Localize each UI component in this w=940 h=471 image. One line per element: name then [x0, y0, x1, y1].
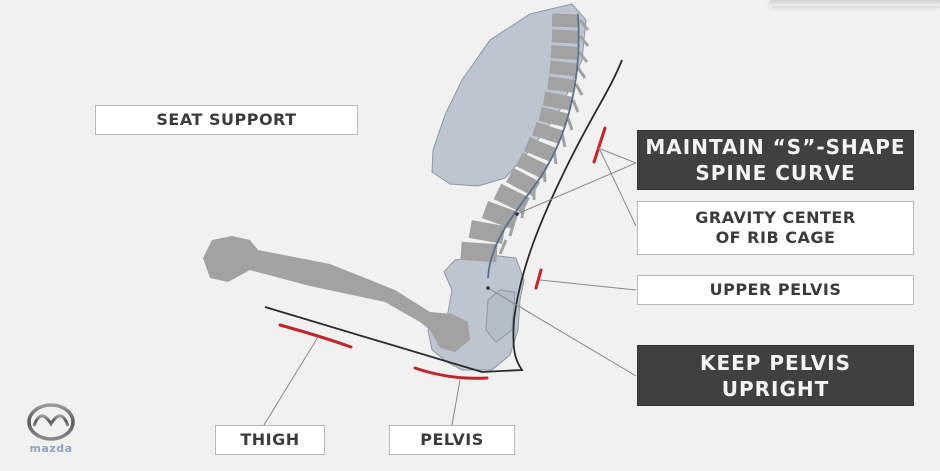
rib-cage-gravity-dot	[515, 212, 519, 216]
spinous-processes	[498, 19, 590, 255]
spine-curve-line	[487, 13, 580, 279]
maintain-spine-line1: MAINTAIN “S”-SHAPE	[645, 135, 906, 159]
spine-support-marker	[592, 126, 607, 164]
maintain-spine-line2: SPINE CURVE	[695, 161, 856, 185]
pelvis-label: PELVIS	[389, 425, 515, 455]
top-bar-edge	[770, 0, 940, 6]
maintain-spine-curve-label: MAINTAIN “S”-SHAPE SPINE CURVE	[637, 130, 914, 190]
keep-pelvis-line2: UPRIGHT	[721, 376, 830, 401]
mazda-logo-text: mazda	[29, 442, 73, 455]
keep-pelvis-line1: KEEP PELVIS	[699, 350, 852, 375]
femur-bone	[203, 236, 470, 352]
keep-pelvis-upright-label: KEEP PELVIS UPRIGHT	[637, 345, 914, 406]
seat-support-label: SEAT SUPPORT	[95, 105, 358, 135]
mazda-logo-icon	[27, 403, 75, 441]
gravity-center-line2: OF RIB CAGE	[715, 228, 836, 247]
pelvis-inner	[485, 289, 516, 343]
upper-pelvis-label: UPPER PELVIS	[637, 275, 914, 305]
gravity-center-label: GRAVITY CENTER OF RIB CAGE	[637, 201, 914, 255]
thigh-support-marker	[278, 323, 353, 349]
thigh-label: THIGH	[215, 425, 325, 455]
seat-support-text: SEAT SUPPORT	[156, 110, 297, 130]
upper-pelvis-support-marker	[534, 268, 543, 290]
seat-outline	[264, 59, 623, 373]
thigh-text: THIGH	[240, 430, 300, 450]
rib-cage	[431, 3, 587, 187]
leader-lines	[263, 147, 637, 426]
upper-pelvis-text: UPPER PELVIS	[709, 280, 842, 300]
pelvis-center-dot	[486, 286, 490, 290]
gravity-center-line1: GRAVITY CENTER	[695, 208, 856, 228]
pelvis-support-marker	[413, 366, 489, 380]
pelvis-text: PELVIS	[420, 430, 484, 450]
support-markers	[278, 126, 607, 380]
